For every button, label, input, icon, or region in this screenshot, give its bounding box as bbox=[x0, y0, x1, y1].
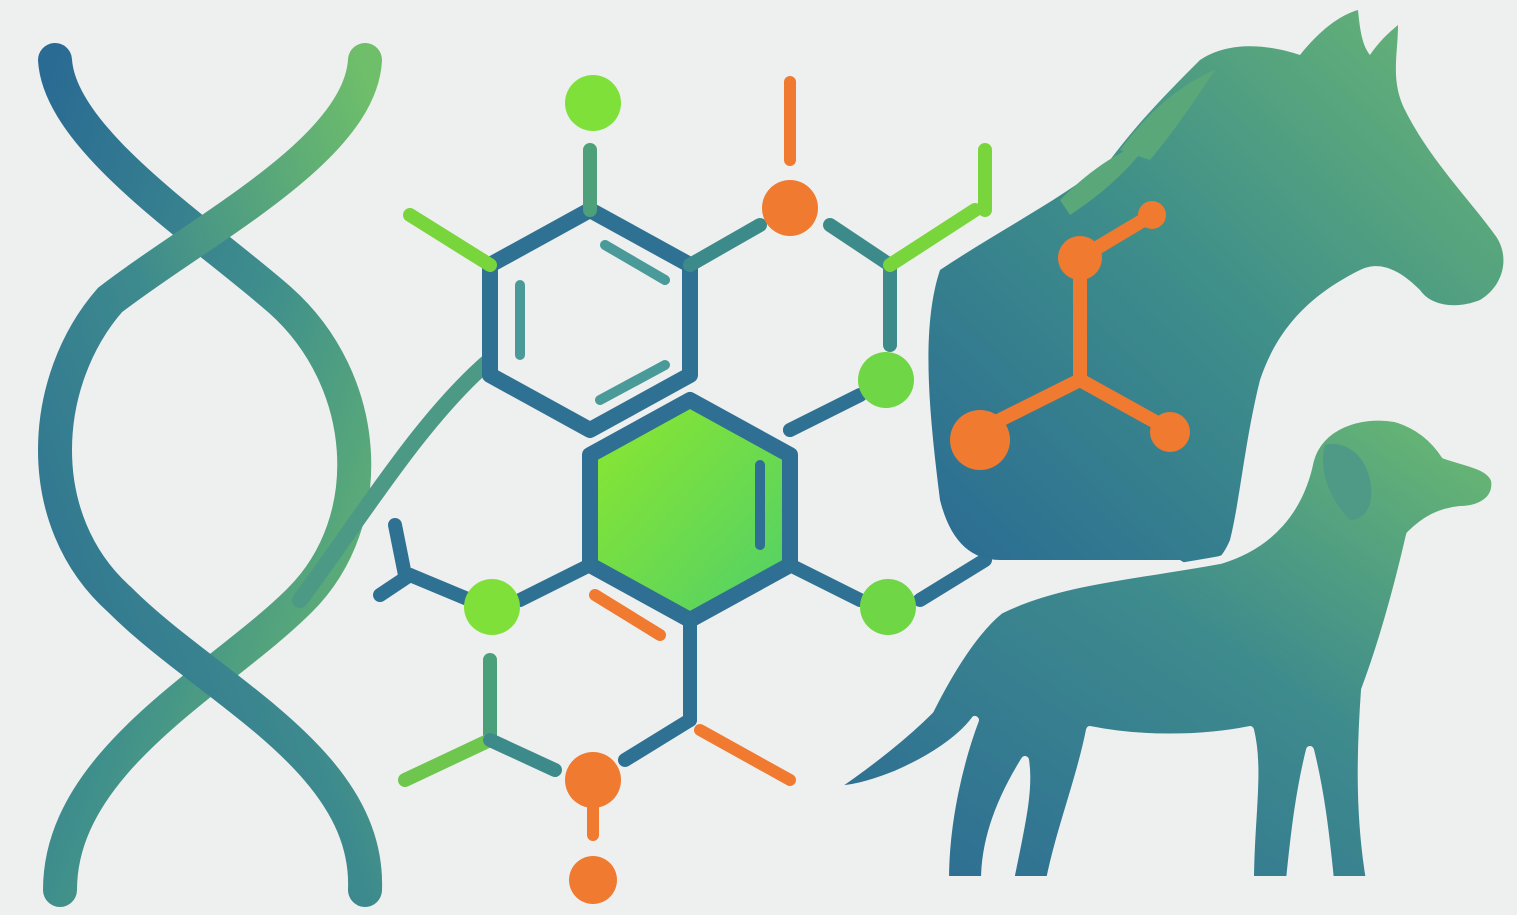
dna-connector bbox=[292, 352, 498, 608]
atom-green bbox=[860, 579, 916, 635]
atom-orange bbox=[1058, 236, 1102, 280]
top-branches bbox=[403, 76, 992, 272]
atom-orange bbox=[565, 752, 621, 808]
atom-orange bbox=[762, 180, 818, 236]
horse-molecule bbox=[950, 201, 1190, 470]
molecule-structure bbox=[373, 75, 992, 904]
dog-silhouette bbox=[826, 412, 1500, 884]
bottom-bonds bbox=[398, 589, 796, 841]
lower-left-bonds bbox=[373, 518, 597, 607]
dna-helix bbox=[38, 43, 498, 907]
atom-orange bbox=[1138, 201, 1166, 229]
dog-ear bbox=[1322, 444, 1372, 520]
dna-base-pairs bbox=[80, 90, 345, 840]
atom-orange bbox=[569, 856, 617, 904]
atom-green bbox=[464, 579, 520, 635]
atom-green bbox=[565, 75, 621, 131]
dna-strand-right bbox=[38, 43, 383, 907]
atom-orange bbox=[1150, 412, 1190, 452]
horse-silhouette bbox=[928, 10, 1504, 568]
atoms bbox=[464, 75, 916, 904]
dna-strand-left bbox=[38, 43, 372, 907]
benzene-inner-bonds bbox=[515, 240, 670, 405]
lower-right-bonds bbox=[783, 388, 992, 607]
atom-orange bbox=[950, 410, 1010, 470]
atom-green bbox=[858, 352, 914, 408]
